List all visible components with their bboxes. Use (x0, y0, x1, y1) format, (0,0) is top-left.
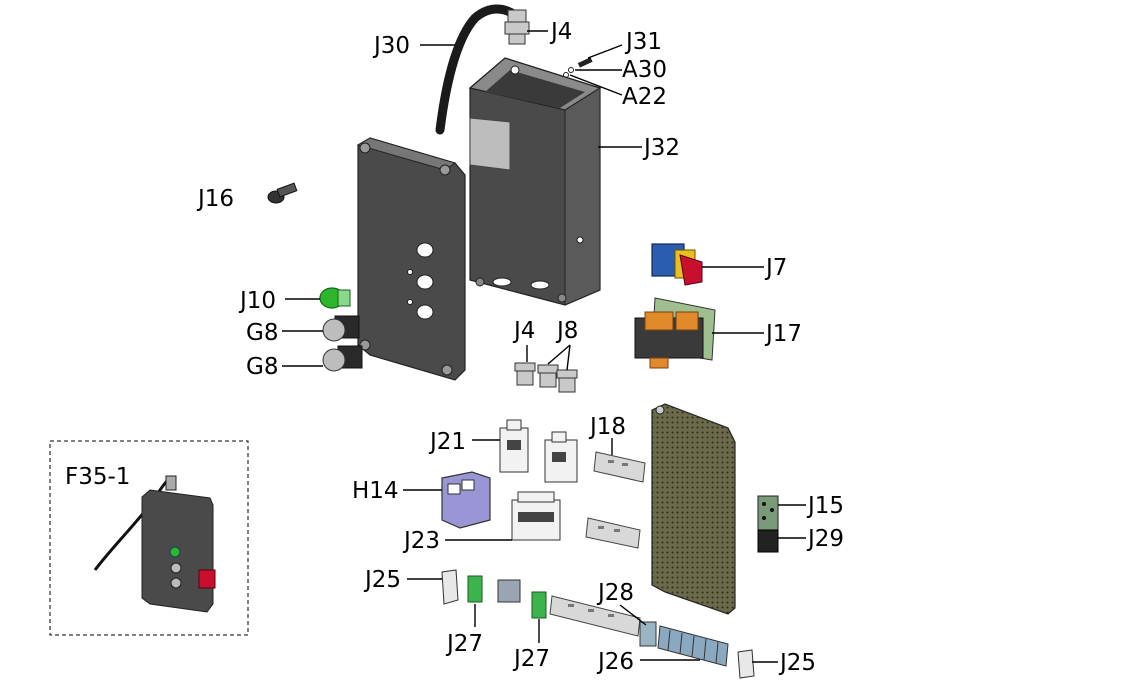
label-j27-right: J27 (512, 646, 550, 672)
label-j25-left: J25 (363, 567, 401, 593)
label-j4-top: J4 (549, 19, 572, 45)
terminal-block-j29 (757, 529, 779, 553)
label-j29: J29 (806, 526, 844, 552)
label-inset: F35-1 (65, 464, 130, 490)
din-rail-j18-top (593, 451, 646, 483)
pilot-light-j10 (319, 287, 351, 309)
inset-assembled-unit (93, 475, 216, 613)
label-j16: J16 (196, 186, 234, 212)
label-a22: A22 (622, 84, 667, 110)
label-j32: J32 (642, 135, 680, 161)
enclosure-lid (356, 137, 466, 381)
terminal-j28 (639, 621, 657, 647)
washer-a30 (568, 67, 574, 73)
selector-switch-j7 (651, 243, 703, 286)
cable-gland-j4-top (504, 9, 530, 45)
pushbutton-g8-top (322, 315, 360, 342)
din-rail-bottom (549, 595, 641, 637)
label-j8: J8 (555, 318, 578, 344)
circuit-breaker-j23 (511, 491, 561, 541)
label-j4-mid: J4 (512, 318, 535, 344)
din-rail-middle (585, 517, 641, 549)
label-j25-right: J25 (778, 650, 816, 676)
label-j27-left: J27 (445, 631, 483, 657)
terminal-block-j15 (757, 495, 779, 531)
label-g8-top: G8 (246, 320, 278, 346)
label-j28: J28 (596, 580, 634, 606)
cable-j30 (435, 4, 520, 135)
terminal-j27-right (531, 591, 547, 619)
label-j17: J17 (764, 321, 802, 347)
pushbutton-g8-bottom (322, 345, 363, 372)
screw-j16 (267, 182, 298, 204)
label-j31: J31 (624, 29, 662, 55)
label-j10: J10 (238, 288, 276, 314)
label-g8-bottom: G8 (246, 354, 278, 380)
circuit-breaker-j21-b (544, 431, 578, 483)
label-h14: H14 (352, 478, 399, 504)
screw-j31 (577, 57, 593, 68)
circuit-breaker-j21-a (499, 419, 529, 473)
enclosure-body-j32 (468, 57, 602, 306)
label-j23: J23 (402, 528, 440, 554)
label-j30: J30 (372, 33, 410, 59)
label-j7: J7 (764, 255, 787, 281)
label-a30: A30 (622, 57, 667, 83)
label-j21: J21 (428, 429, 466, 455)
label-j15: J15 (806, 493, 844, 519)
cable-glands-j4-j8 (514, 362, 578, 393)
mounting-plate (651, 403, 736, 615)
end-stop-j25-left (441, 569, 459, 605)
inset-frame (49, 440, 249, 636)
contactor-h14 (441, 471, 491, 529)
terminal-gray-middle (497, 579, 521, 603)
transformer-j17 (634, 297, 716, 369)
end-stop-j25-right (737, 649, 755, 679)
terminal-j27-left (467, 575, 483, 603)
terminal-strip-j26 (657, 625, 729, 667)
label-j26: J26 (596, 649, 634, 675)
label-j18: J18 (588, 414, 626, 440)
leader-lines (282, 30, 806, 663)
